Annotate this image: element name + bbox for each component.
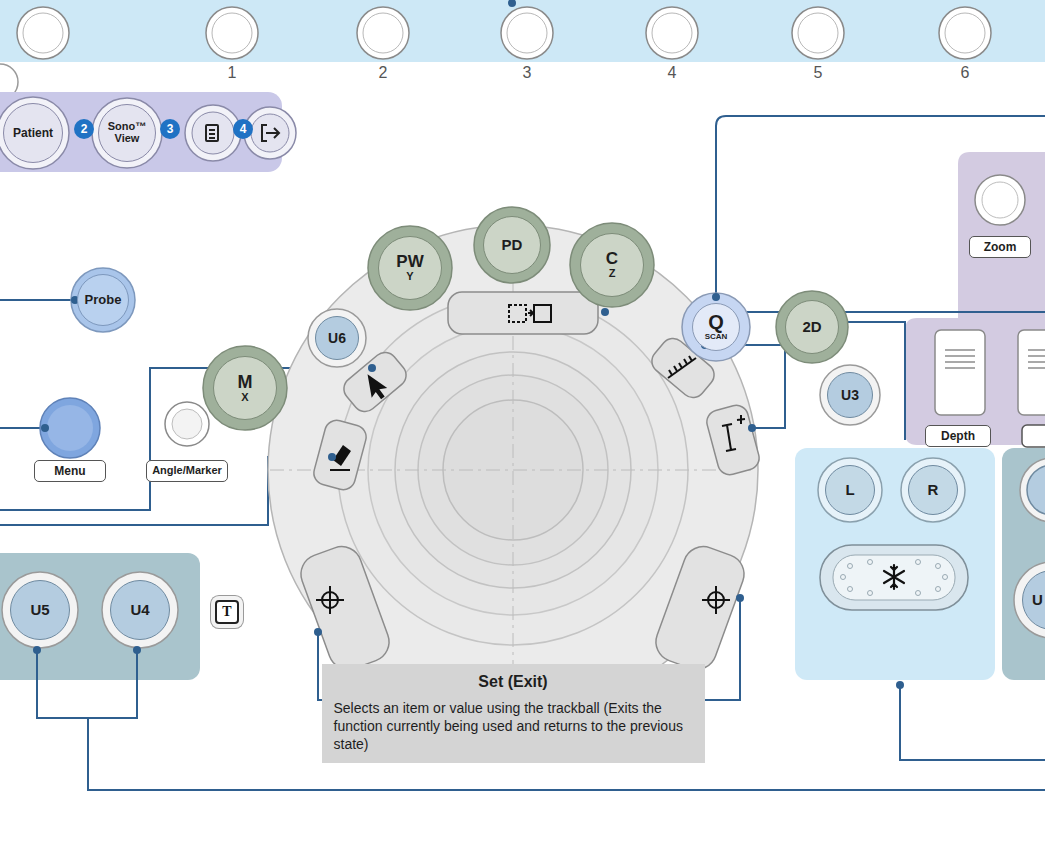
- key-text: Zoom: [984, 241, 1017, 254]
- callout-number: 3: [160, 119, 180, 139]
- knob-number: 2: [379, 64, 388, 82]
- key-text: X: [241, 392, 248, 404]
- knob-number: 5: [814, 64, 823, 82]
- key-text: Patient: [13, 127, 53, 140]
- mode-button: 2D: [785, 300, 839, 354]
- key-text: R: [928, 482, 939, 498]
- key-text: C: [606, 250, 618, 268]
- text-key: T: [215, 600, 239, 624]
- key-text: Y: [406, 271, 413, 283]
- key-text: Depth: [941, 430, 975, 443]
- key-text: Sono™ View: [105, 121, 149, 144]
- user-key: U6: [315, 316, 359, 360]
- key-text: U6: [328, 331, 346, 346]
- key-text: U5: [30, 602, 49, 618]
- mode-button: MX: [213, 356, 277, 420]
- knob-number: 6: [961, 64, 970, 82]
- user-key: U5: [10, 580, 70, 640]
- key-text: Probe: [85, 293, 122, 307]
- key-text: Q: [708, 312, 724, 333]
- key-label: Depth: [925, 425, 991, 447]
- callout-body: Selects an item or value using the track…: [334, 699, 693, 754]
- knob-number: 1: [228, 64, 237, 82]
- mode-button: PWY: [378, 236, 442, 300]
- patient-button: Patient: [3, 103, 63, 163]
- callout-number: 4: [233, 119, 253, 139]
- key-label: Angle/Marker: [146, 460, 228, 482]
- key-text: PW: [396, 253, 423, 271]
- key-text: Menu: [54, 465, 85, 478]
- set-exit-callout: Set (Exit) Selects an item or value using…: [322, 664, 705, 763]
- mode-button: CZ: [580, 233, 644, 297]
- key-text: M: [238, 373, 253, 392]
- key-text: U: [1032, 592, 1043, 608]
- callout-heading: Set (Exit): [478, 672, 547, 693]
- qscan-button: QSCAN: [692, 303, 740, 351]
- key-label: Zoom: [969, 236, 1031, 258]
- probe-button: Probe: [77, 274, 129, 326]
- key-text: U3: [841, 388, 859, 403]
- key-text: SCAN: [705, 333, 728, 341]
- user-key: U4: [110, 580, 170, 640]
- mode-button: PD: [483, 216, 541, 274]
- callout-number: 2: [74, 119, 94, 139]
- sonoview-button: Sono™ View: [98, 104, 156, 162]
- key-text: L: [845, 482, 854, 498]
- user-key: U3: [827, 372, 873, 418]
- side-key: R: [908, 465, 958, 515]
- knob-number: 3: [523, 64, 532, 82]
- side-key: L: [825, 465, 875, 515]
- key-text: Z: [609, 268, 616, 280]
- key-text: 2D: [802, 319, 821, 335]
- key-text: U4: [130, 602, 149, 618]
- key-text: Angle/Marker: [152, 465, 222, 477]
- key-text: PD: [502, 237, 523, 253]
- key-label: Menu: [34, 460, 106, 482]
- knob-number: 4: [668, 64, 677, 82]
